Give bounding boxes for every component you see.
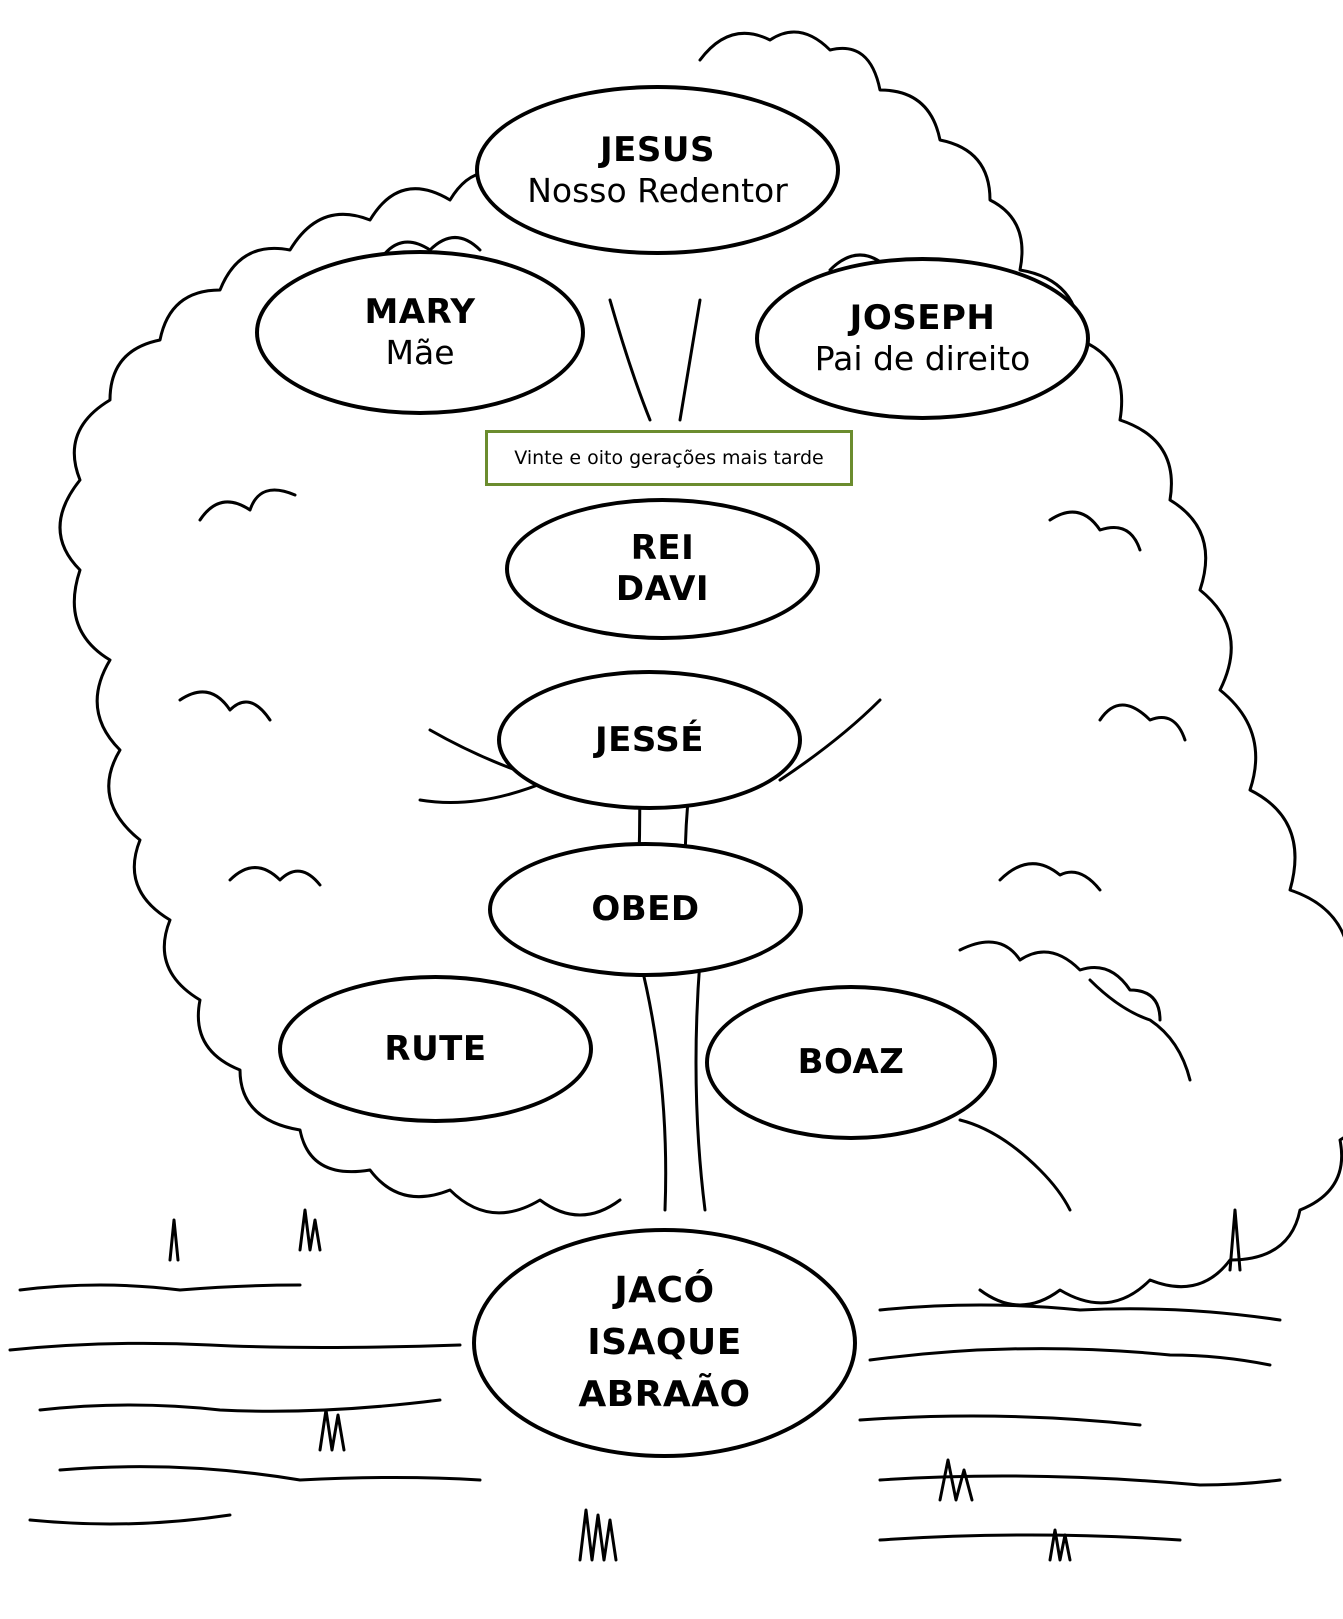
node-mary-role: Mãe bbox=[385, 333, 455, 373]
tree-canopy-outline bbox=[58, 30, 1343, 1307]
node-patriarchs-isaque: ISAQUE bbox=[587, 1321, 742, 1363]
node-boaz: BOAZ bbox=[705, 985, 997, 1140]
node-mary: MARY Mãe bbox=[255, 250, 585, 415]
tree-trunk bbox=[638, 958, 707, 1212]
node-mary-name: MARY bbox=[364, 292, 476, 333]
node-patriarchs-jaco: JACÓ bbox=[614, 1269, 715, 1311]
node-jesse-name: JESSÉ bbox=[594, 719, 705, 760]
node-rei-davi-line-2: DAVI bbox=[615, 569, 710, 609]
node-rei-davi: REI DAVI bbox=[505, 498, 820, 640]
node-jesus-role: Nosso Redentor bbox=[527, 170, 788, 210]
node-rute-name: RUTE bbox=[384, 1028, 487, 1069]
ground-lines bbox=[8, 1283, 1282, 1542]
node-jesus-name: JESUS bbox=[600, 129, 715, 170]
node-joseph: JOSEPH Pai de direito bbox=[755, 257, 1090, 420]
node-jesse: JESSÉ bbox=[497, 670, 802, 810]
node-obed: OBED bbox=[488, 842, 803, 977]
node-joseph-role: Pai de direito bbox=[814, 339, 1031, 379]
node-patriarchs-abraao: ABRAÃO bbox=[578, 1374, 751, 1416]
generations-note: Vinte e oito gerações mais tarde bbox=[485, 430, 853, 486]
node-patriarchs: JACÓ ISAQUE ABRAÃO bbox=[472, 1228, 857, 1458]
node-jesus: JESUS Nosso Redentor bbox=[475, 85, 840, 255]
node-rei-davi-line-1: REI bbox=[630, 528, 695, 569]
node-rute: RUTE bbox=[278, 975, 593, 1123]
node-boaz-name: BOAZ bbox=[797, 1042, 905, 1083]
node-obed-name: OBED bbox=[591, 889, 700, 930]
node-joseph-name: JOSEPH bbox=[849, 298, 996, 339]
